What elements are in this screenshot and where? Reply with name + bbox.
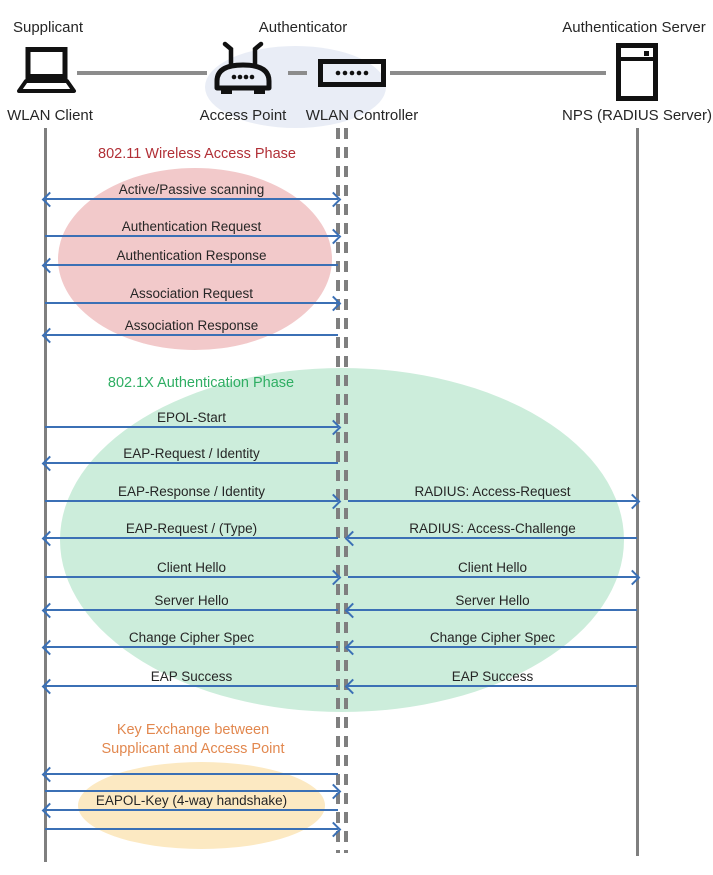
- message-arrow: [45, 569, 342, 586]
- phase-key-exchange-title-line2: Supplicant and Access Point: [101, 741, 285, 757]
- message-row: [45, 766, 342, 800]
- role-label-authentication-server: Authentication Server: [562, 19, 706, 36]
- message-row: Change Cipher Spec: [344, 622, 637, 656]
- message-arrow: [348, 493, 641, 510]
- message-row: Change Cipher Spec: [41, 622, 338, 656]
- message-row: Client Hello: [348, 552, 641, 586]
- message-arrow: [41, 602, 338, 619]
- message-row: EAP-Response / Identity: [45, 476, 342, 510]
- message-arrow: [45, 419, 342, 436]
- message-label: EAP-Request / Identity: [123, 446, 260, 461]
- message-row: EAP-Request / (Type): [41, 513, 338, 547]
- message-row: RADIUS: Access-Challenge: [344, 513, 637, 547]
- message-label: Authentication Response: [116, 248, 267, 263]
- laptop-icon: [17, 47, 77, 94]
- message-row: EAP Success: [41, 661, 338, 695]
- message-label: Change Cipher Spec: [128, 630, 255, 645]
- device-label-nps-radius-server: NPS (RADIUS Server): [561, 107, 713, 124]
- message-arrow: [344, 639, 637, 656]
- message-row: [45, 804, 342, 838]
- message-label: Client Hello: [457, 560, 528, 575]
- message-row: Server Hello: [41, 585, 338, 619]
- message-label: Active/Passive scanning: [118, 182, 265, 197]
- message-label: EAP-Request / (Type): [125, 521, 258, 536]
- message-arrow: [344, 602, 637, 619]
- message-row: Authentication Request: [45, 211, 342, 245]
- message-arrow: [45, 228, 342, 245]
- message-arrow: [41, 530, 338, 547]
- message-row: RADIUS: Access-Request: [348, 476, 641, 510]
- message-row: Active/Passive scanning: [41, 174, 342, 208]
- message-label: Client Hello: [156, 560, 227, 575]
- message-arrow: [41, 327, 338, 344]
- message-arrow: [348, 569, 641, 586]
- message-row: EAP Success: [344, 661, 637, 695]
- message-row: Client Hello: [45, 552, 342, 586]
- phase-key-exchange-ellipse: [78, 762, 325, 849]
- lifeline-nps-server: [636, 128, 639, 856]
- message-label: Change Cipher Spec: [429, 630, 556, 645]
- phase-key-exchange-title-line1: Key Exchange between: [116, 722, 270, 738]
- message-arrow: [41, 257, 338, 274]
- message-label: Authentication Request: [121, 219, 262, 234]
- message-row: Authentication Response: [41, 240, 338, 274]
- connector-controller-to-server: [390, 71, 606, 75]
- access-point-icon: [210, 41, 276, 99]
- message-row: EAP-Request / Identity: [41, 438, 338, 472]
- message-label: EAP-Response / Identity: [117, 484, 266, 499]
- message-arrow: [45, 493, 342, 510]
- lifeline-wlan-client: [44, 128, 47, 862]
- message-row: Association Request: [45, 278, 342, 312]
- message-label: EAP Success: [451, 669, 534, 684]
- message-arrow: [344, 678, 637, 695]
- message-arrow: [41, 191, 342, 208]
- message-label: Server Hello: [455, 593, 530, 608]
- message-arrow: [41, 678, 338, 695]
- device-label-wlan-client: WLAN Client: [7, 107, 93, 124]
- message-label: Association Request: [129, 286, 254, 301]
- message-label: EAPOL-Key (4-way handshake): [95, 793, 288, 808]
- message-row: Association Response: [41, 310, 338, 344]
- message-label: EAP Success: [150, 669, 233, 684]
- message-row: [41, 749, 338, 783]
- phase-key-exchange-title: Key Exchange between Supplicant and Acce…: [102, 721, 285, 759]
- phase-80211-title: 802.11 Wireless Access Phase: [98, 146, 296, 162]
- message-arrow: [45, 783, 342, 800]
- message-arrow: [45, 821, 342, 838]
- role-label-supplicant: Supplicant: [12, 19, 84, 36]
- server-icon: [616, 43, 658, 101]
- message-label: EPOL-Start: [156, 410, 227, 425]
- message-row: Server Hello: [344, 585, 637, 619]
- connector-client-to-ap: [77, 71, 207, 75]
- phase-8021x-title: 802.1X Authentication Phase: [107, 375, 295, 391]
- message-row: EAPOL-Key (4-way handshake): [41, 785, 338, 819]
- message-arrow: [41, 455, 338, 472]
- message-label: Server Hello: [154, 593, 229, 608]
- phase-8021x-ellipse: [60, 368, 624, 712]
- message-label: RADIUS: Access-Request: [414, 484, 571, 499]
- message-label: Association Response: [124, 318, 259, 333]
- message-label: RADIUS: Access-Challenge: [409, 521, 576, 536]
- wlan-controller-icon: [318, 59, 386, 87]
- connector-ap-to-controller: [288, 71, 307, 75]
- message-arrow: [45, 295, 342, 312]
- role-label-authenticator: Authenticator: [258, 19, 348, 36]
- device-label-access-point: Access Point: [199, 107, 287, 124]
- message-arrow: [41, 766, 338, 783]
- message-arrow: [41, 802, 338, 819]
- message-arrow: [41, 639, 338, 656]
- device-label-wlan-controller: WLAN Controller: [305, 107, 419, 124]
- lifeline-wlan-controller-dash-right: [344, 128, 348, 853]
- lifeline-wlan-controller-dash-left: [336, 128, 340, 853]
- message-row: EPOL-Start: [45, 402, 342, 436]
- message-arrow: [344, 530, 637, 547]
